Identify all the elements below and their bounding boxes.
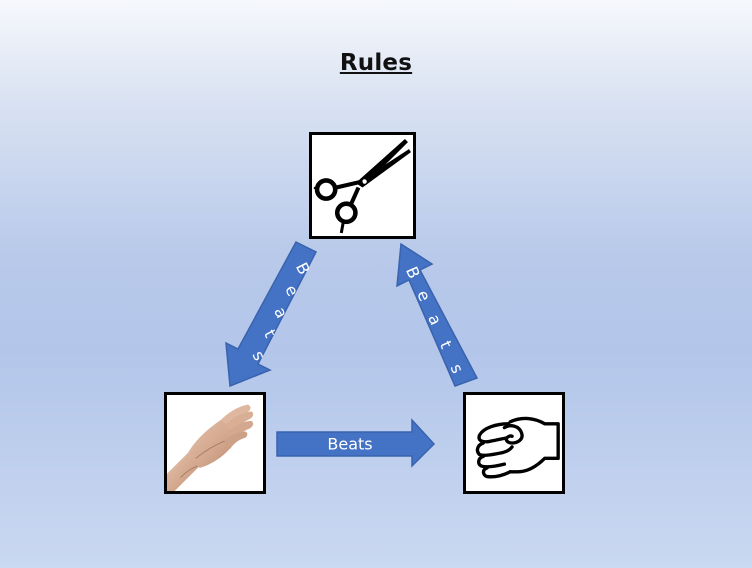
right-arrow-letter-4: t	[436, 338, 456, 351]
scissors-box	[309, 132, 416, 239]
left-arrow-letter-4: t	[260, 326, 280, 340]
arrow-rock-beats-scissors: B e a t s	[396, 242, 479, 387]
paper-hand-icon	[167, 404, 254, 491]
horizontal-arrow-label: Beats	[327, 435, 372, 454]
arrow-paper-beats-rock: Beats	[276, 418, 436, 468]
left-arrow-letter-1: B	[292, 259, 314, 277]
rock-box	[463, 392, 565, 494]
right-arrow-letter-5: s	[447, 361, 468, 376]
arrow-scissors-beats-paper: B e a t s	[225, 241, 318, 388]
paper-box	[164, 392, 266, 494]
scissors-icon	[313, 139, 411, 234]
right-arrow-letter-1: B	[402, 264, 424, 282]
fist-icon	[475, 416, 560, 479]
left-arrow-letter-2: e	[281, 282, 302, 299]
left-arrow-letter-3: a	[270, 304, 291, 321]
left-arrow-letter-5: s	[249, 348, 270, 364]
slide-title: Rules	[339, 50, 413, 76]
right-arrow-letter-2: e	[413, 287, 434, 304]
right-arrow-letter-3: a	[424, 311, 445, 328]
